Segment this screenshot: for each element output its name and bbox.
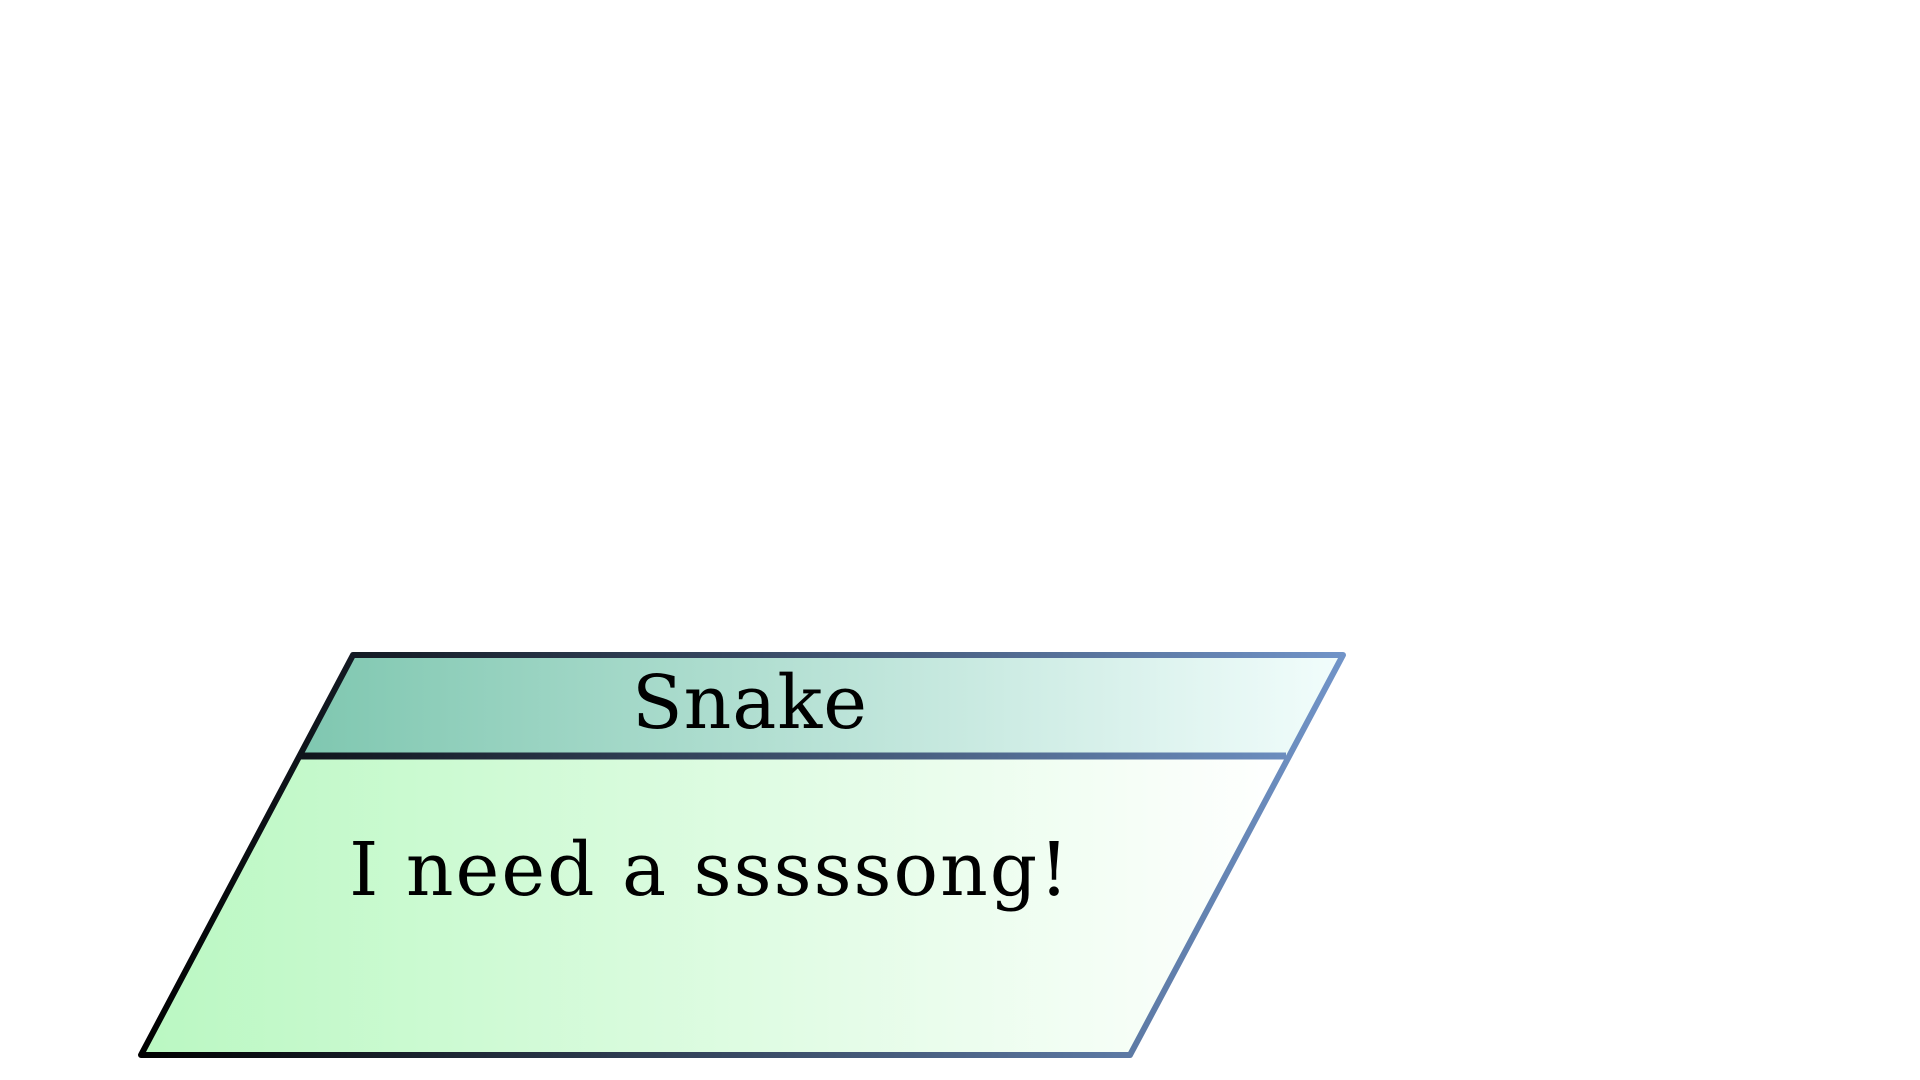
dialogue-text: I need a sssssong! bbox=[349, 827, 1071, 913]
dialogue-textbox[interactable] bbox=[141, 756, 1286, 1055]
dialogue-box-outline bbox=[138, 652, 1346, 1058]
speaker-name: Snake bbox=[631, 660, 869, 746]
speaker-nameplate bbox=[300, 655, 1343, 756]
